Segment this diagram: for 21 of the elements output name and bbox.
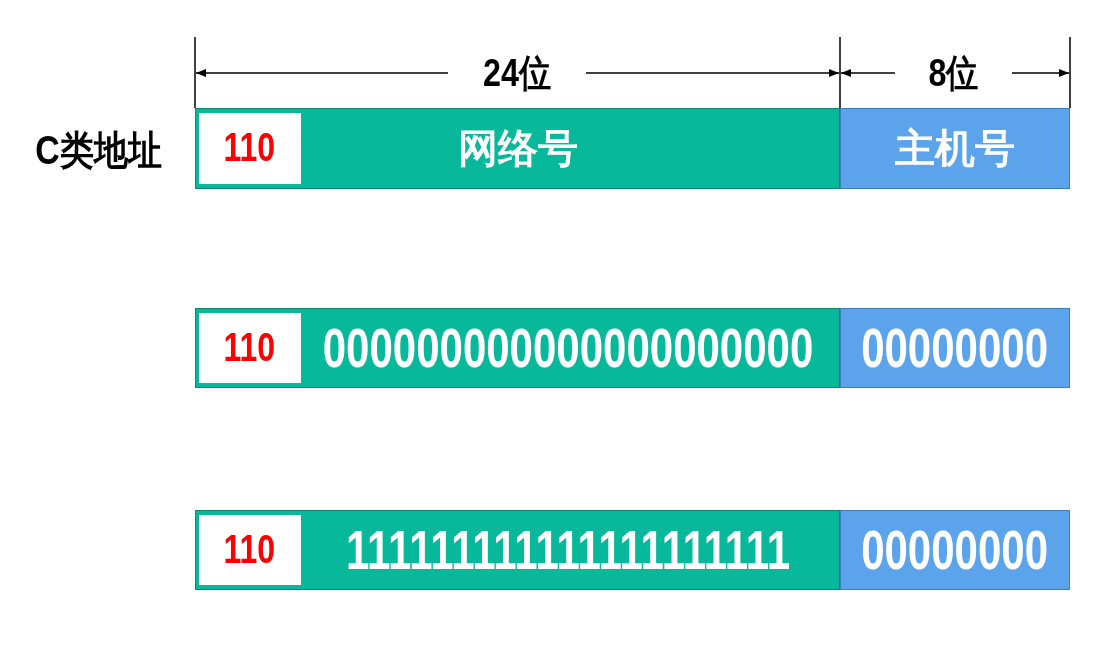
bit-string: 00000000 <box>861 315 1048 380</box>
network-field <box>195 510 840 590</box>
host-field <box>840 108 1070 189</box>
class-bits-box <box>198 112 301 184</box>
field-label: 主机号 <box>894 124 1015 172</box>
network-field <box>195 308 840 388</box>
class-bits: 110 <box>222 324 275 370</box>
row-label: C类地址 <box>34 126 162 174</box>
bit-string: 000000000000000000000 <box>322 315 814 380</box>
field-label: 网络号 <box>458 124 578 172</box>
network-field <box>195 108 840 189</box>
bit-string: 00000000 <box>861 517 1048 582</box>
bit-string: 111111111111111111111 <box>346 517 791 582</box>
dimension-label: 24位 <box>483 50 552 96</box>
host-field <box>840 510 1070 590</box>
class-bits: 110 <box>222 125 275 170</box>
host-field <box>840 308 1070 388</box>
class-bits: 110 <box>222 526 275 572</box>
dimension-label: 8位 <box>927 50 979 96</box>
class-bits-box <box>198 312 301 383</box>
class-bits-box <box>198 514 301 585</box>
